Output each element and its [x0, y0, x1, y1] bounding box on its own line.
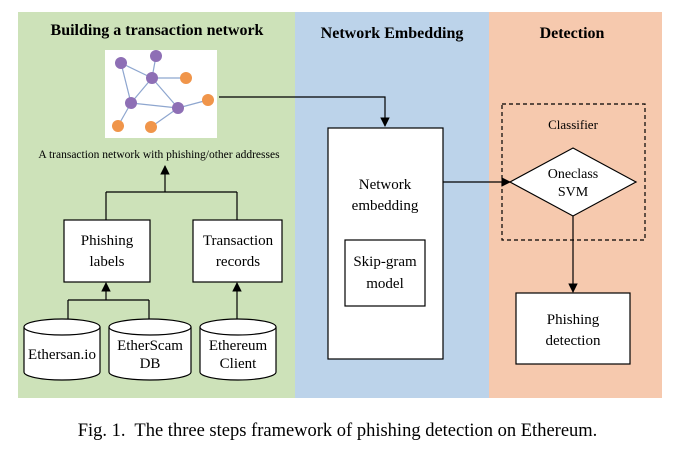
skipgram-line1: Skip-gram [353, 254, 417, 270]
database-ethereum-line1: Ethereum [209, 338, 268, 354]
database-etherscam: EtherScam DB [108, 318, 192, 381]
classifier-label: Classifier [548, 117, 598, 132]
graph-node [125, 97, 137, 109]
svm-line2: SVM [558, 185, 589, 200]
graph-node [115, 57, 127, 69]
phishing-detection-line2: detection [546, 333, 601, 349]
database-ethereum-line2: Client [220, 356, 257, 372]
graph-node [146, 72, 158, 84]
network-embedding-line1: Network [359, 177, 412, 193]
figure-caption-prefix: Fig. 1. [77, 421, 126, 441]
figure-caption-text: The three steps framework of phishing de… [134, 421, 598, 441]
graph-node-phishing [112, 120, 124, 132]
network-embedding-line2: embedding [352, 198, 419, 214]
transaction-records-line2: records [216, 254, 260, 270]
graph-node-phishing [145, 121, 157, 133]
panel-title-building: Building a transaction network [51, 22, 264, 39]
graph-node-phishing [180, 72, 192, 84]
classifier-box: Classifier [501, 103, 646, 241]
database-etherscam-line1: EtherScam [117, 338, 183, 354]
transaction-records-box: Transaction records [192, 219, 283, 283]
phishing-labels-box: Phishing labels [63, 219, 151, 283]
phishing-labels-line2: labels [90, 254, 125, 270]
network-caption: A transaction network with phishing/othe… [38, 149, 280, 161]
graph-node-phishing [202, 94, 214, 106]
transaction-network-graph [105, 50, 217, 138]
transaction-records-line1: Transaction [203, 233, 274, 249]
figure-caption: Fig. 1. The three steps framework of phi… [0, 421, 675, 442]
graph-node [150, 50, 162, 62]
phishing-detection-box: Phishing detection [515, 292, 631, 365]
panel-title-detection: Detection [540, 25, 605, 42]
database-ethersan: Ethersan.io [23, 318, 101, 381]
graph-node [172, 102, 184, 114]
phishing-detection-line1: Phishing [547, 312, 600, 328]
database-etherscam-line2: DB [140, 356, 161, 372]
framework-diagram: Building a transaction network Network E… [18, 12, 662, 398]
phishing-labels-line1: Phishing [81, 233, 134, 249]
svm-line1: Oneclass [548, 167, 599, 182]
panel-title-embedding: Network Embedding [321, 25, 464, 42]
oneclass-svm-diamond: Oneclass SVM [508, 147, 638, 217]
skipgram-model-box: Skip-gram model [344, 239, 426, 307]
database-ethersan-label: Ethersan.io [28, 347, 96, 363]
skipgram-line2: model [366, 276, 404, 292]
database-ethereum-client: Ethereum Client [199, 318, 277, 381]
